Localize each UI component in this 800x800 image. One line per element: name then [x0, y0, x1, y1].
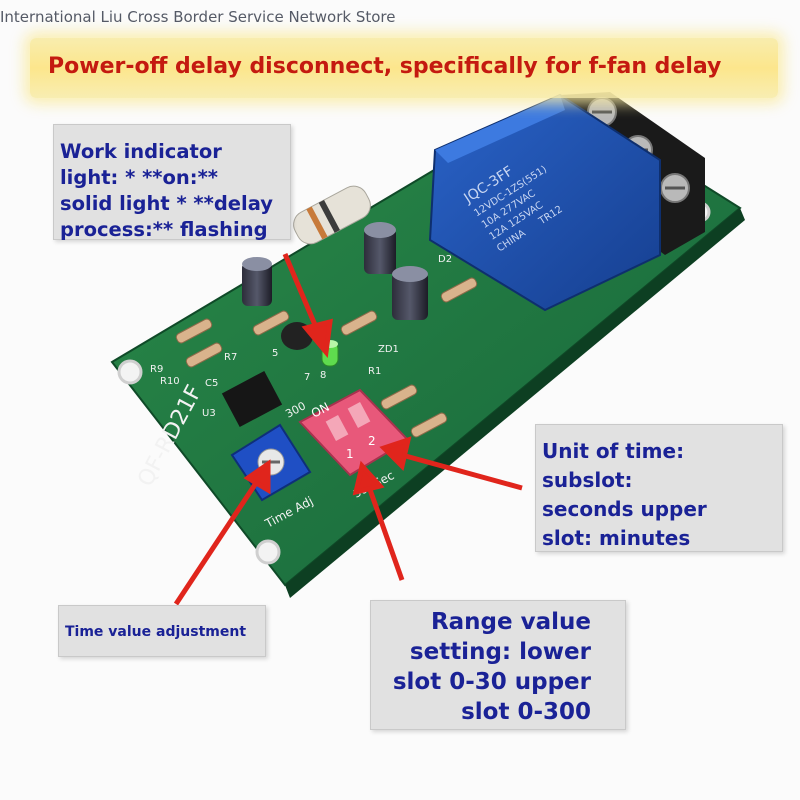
callout-line: slot 0-300 — [461, 699, 591, 725]
silkscreen-label: 8 — [320, 370, 326, 381]
callout-line: light: * **on:** — [60, 166, 218, 189]
callout-range-value: Range value setting: lower slot 0-30 upp… — [370, 600, 626, 730]
callout-line: slot: minutes — [542, 526, 691, 550]
silkscreen-label: R10 — [160, 376, 180, 387]
page-title: Power-off delay disconnect, specifically… — [48, 54, 722, 79]
arrow-to-potentiometer — [173, 478, 261, 606]
dip-switch-number: 2 — [368, 434, 376, 448]
silkscreen-label: C5 — [205, 378, 218, 389]
callout-unit-of-time: Unit of time: subslot: seconds upper slo… — [535, 424, 783, 552]
callout-line: Unit of time: — [542, 439, 685, 463]
arrow-to-dip-switch — [401, 452, 523, 491]
capacitors — [242, 222, 428, 320]
ic-chip — [221, 370, 283, 428]
callout-line: solid light * **delay — [60, 192, 273, 215]
silkscreen-label: ZD1 — [378, 344, 399, 355]
silkscreen-label: R9 — [150, 364, 163, 375]
silkscreen-label: 5 — [272, 348, 278, 359]
store-watermark: International Liu Cross Border Service N… — [0, 8, 396, 26]
dip-switch-number: 1 — [346, 447, 354, 461]
arrow-to-led — [282, 253, 321, 333]
arrow-to-potentiometer-head — [243, 459, 271, 495]
silkscreen-label: R7 — [224, 352, 237, 363]
relay: JQC-3FF 12VDC-1ZS(551) 10A 277VAC 12A 12… — [428, 93, 661, 312]
silkscreen-label: D2 — [438, 254, 452, 265]
power-resistor — [293, 185, 371, 245]
silkscreen-label: R1 — [368, 366, 381, 377]
arrow-to-range-head — [352, 460, 385, 496]
callout-line: setting: lower — [409, 639, 591, 665]
callout-line: Work indicator — [60, 140, 222, 163]
callout-line: seconds upper — [542, 497, 707, 521]
silkscreen-label: U3 — [202, 408, 216, 419]
resistors — [175, 277, 478, 438]
arrow-to-dip-switch-head — [379, 436, 412, 471]
callout-arrows — [173, 253, 523, 606]
title-banner — [30, 38, 778, 98]
callout-line: Time value adjustment — [65, 624, 247, 640]
silkscreen-label: 7 — [304, 372, 310, 383]
callout-line: subslot: — [542, 468, 633, 492]
callout-line: process:** flashing — [60, 218, 268, 241]
callout-line: Range value — [430, 609, 591, 635]
callout-work-indicator: Work indicator light: * **on:** solid li… — [53, 124, 291, 241]
callout-line: slot 0-30 upper — [392, 669, 591, 695]
arrow-to-led-head — [301, 318, 333, 358]
arrow-to-range — [365, 483, 405, 581]
callout-time-value-adjustment: Time value adjustment — [58, 605, 266, 657]
